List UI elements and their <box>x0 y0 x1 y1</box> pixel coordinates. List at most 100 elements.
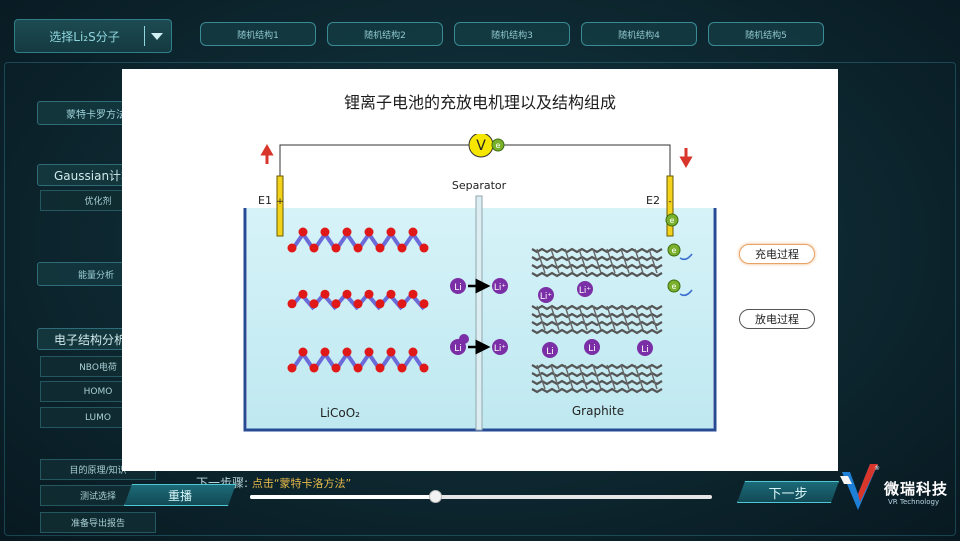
carbon-sheet <box>531 387 663 394</box>
intercalated-li-ions: Li⁺ Li⁺ Li Li Li <box>538 281 653 358</box>
electron-icon <box>665 213 679 227</box>
carbon-bond <box>620 364 630 390</box>
battery-diagram-modal: 锂离子电池的充放电机理以及结构组成 V e E1 <box>122 69 838 471</box>
company-logo: ® 微瑞科技 VR Technology <box>838 458 956 518</box>
carbon-sheet <box>531 363 663 370</box>
oxygen-atom <box>309 299 319 309</box>
tab-random-structure-1[interactable]: 随机结构1 <box>200 22 316 46</box>
carbon-sheet <box>531 328 663 335</box>
tab-random-structure-5[interactable]: 随机结构5 <box>708 22 824 46</box>
li-ion-label: Li⁺ <box>579 286 592 296</box>
carbon-bond <box>564 305 574 331</box>
carbon-bond <box>564 248 574 274</box>
li-ion-label: Li⁺ <box>494 344 507 354</box>
oxygen-atom <box>298 227 308 237</box>
replay-button[interactable]: 重播 <box>124 484 236 506</box>
licoo2-layer <box>287 289 429 311</box>
tab-random-structure-4[interactable]: 随机结构4 <box>581 22 697 46</box>
e2-label: E2 <box>646 194 660 207</box>
electron-flow: e e e <box>665 213 693 297</box>
li-ion <box>637 340 653 356</box>
graphite-layers <box>531 247 663 394</box>
carbon-bond <box>536 305 546 331</box>
carbon-bond <box>536 248 546 274</box>
oxygen-atom <box>386 289 396 299</box>
oxygen-atom <box>298 289 308 299</box>
carbon-bond <box>578 364 588 390</box>
carbon-bond <box>634 305 644 331</box>
separator-label: Separator <box>452 179 507 192</box>
oxygen-atom <box>375 363 385 373</box>
next-step-button[interactable]: 下一步 <box>737 481 839 503</box>
progress-thumb[interactable] <box>428 490 442 503</box>
oxygen-atom <box>364 289 374 299</box>
electron-icon <box>667 279 681 293</box>
hint-action: 点击“蒙特卡洛方法” <box>251 477 352 490</box>
li-ion <box>584 339 600 355</box>
carbon-bond <box>648 364 658 390</box>
licoo2-lattice <box>287 227 429 373</box>
circuit-wire-left <box>279 144 469 176</box>
cathode-label: LiCoO₂ <box>320 406 360 420</box>
tab-random-structure-2[interactable]: 随机结构2 <box>327 22 443 46</box>
modal-title: 锂离子电池的充放电机理以及结构组成 <box>343 93 616 112</box>
electron-label: e <box>672 282 677 291</box>
oxygen-atom <box>331 243 341 253</box>
anode-label: Graphite <box>572 404 624 418</box>
oxygen-atom <box>419 363 429 373</box>
discharge-process-button[interactable]: 放电过程 <box>739 309 815 329</box>
tab-random-structure-3[interactable]: 随机结构3 <box>454 22 570 46</box>
carbon-bond <box>550 364 560 390</box>
oxygen-atom <box>287 243 297 253</box>
oxygen-atom <box>298 347 308 357</box>
oxygen-atom <box>342 289 352 299</box>
oxygen-atom <box>287 363 297 373</box>
molecule-select[interactable]: 选择Li₂S分子 <box>14 19 172 53</box>
carbon-bond <box>620 248 630 274</box>
vr-logo-icon: ® <box>840 464 880 510</box>
graphite-layer <box>531 247 663 278</box>
electron-icon <box>667 243 681 257</box>
li-ion <box>492 278 508 294</box>
carbon-bond <box>634 364 644 390</box>
export-report-button[interactable]: 准备导出报告 <box>40 512 156 533</box>
arrow-down-icon <box>679 148 693 169</box>
graphite-layer <box>531 363 663 394</box>
progress-slider[interactable] <box>250 490 712 503</box>
carbon-bond <box>620 305 630 331</box>
carbon-bond <box>606 305 616 331</box>
li-ion <box>450 278 466 294</box>
oxygen-atom <box>309 243 319 253</box>
electron-icon <box>491 138 505 152</box>
oxygen-atom <box>375 243 385 253</box>
oxygen-atom <box>386 347 396 357</box>
oxygen-atom <box>309 363 319 373</box>
li-ion-label: Li <box>546 347 554 357</box>
oxygen-atom <box>331 299 341 309</box>
carbon-bond <box>592 364 602 390</box>
oxygen-atom <box>353 299 363 309</box>
oxygen-atom <box>287 299 297 309</box>
charge-process-button[interactable]: 充电过程 <box>739 244 815 264</box>
separator <box>475 195 483 431</box>
oxygen-atom <box>397 243 407 253</box>
oxygen-atom <box>320 289 330 299</box>
oxygen-atom <box>320 347 330 357</box>
curved-arrow-icon <box>679 253 693 261</box>
li-ion <box>538 287 554 303</box>
oxygen-atom <box>364 347 374 357</box>
carbon-bond <box>606 364 616 390</box>
carbon-bond <box>648 248 658 274</box>
oxygen-atom <box>342 347 352 357</box>
carbon-sheet <box>531 304 663 311</box>
li-ion-label: Li <box>454 344 462 354</box>
oxygen-atom <box>408 347 418 357</box>
li-ion-small <box>459 334 469 344</box>
oxygen-atom <box>419 243 429 253</box>
e1-label: E1 <box>258 194 272 207</box>
carbon-bond <box>550 248 560 274</box>
e1-plus-sign: + <box>276 197 284 207</box>
carbon-sheet <box>531 271 663 278</box>
carbon-bond <box>634 248 644 274</box>
logo-text-cn: 微瑞科技 <box>884 480 949 498</box>
